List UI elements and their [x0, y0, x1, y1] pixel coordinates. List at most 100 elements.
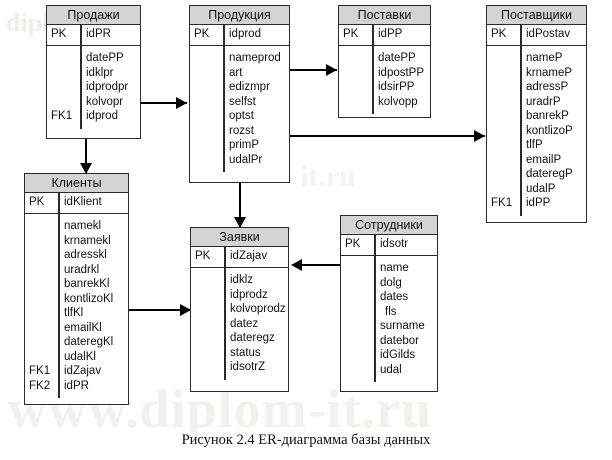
attribute-name: idprodz	[230, 288, 268, 301]
attribute-name: udalKl	[64, 350, 96, 363]
attribute-row: FK2 idPR	[25, 379, 128, 394]
entity-table-klienty[interactable]: Клиенты PK idKlient namekl krnamekl adre…	[24, 173, 129, 405]
attribute-row: udalPr	[190, 153, 289, 168]
attribute-key	[191, 288, 224, 303]
attribute-name: uradrP	[526, 95, 561, 108]
entity-table-postavki[interactable]: Поставки PK idPP datePP idpostPP idsirPP	[338, 5, 431, 118]
attribute-name: krnameP	[526, 66, 573, 79]
attribute-key	[190, 80, 223, 95]
entity-table-prodazhi[interactable]: Продажи PK idPR datePP idklpr idprodpr	[46, 5, 141, 139]
attribute-row: kolvopr	[47, 95, 140, 110]
attribute-row: datez	[191, 317, 288, 332]
attribute-key	[191, 331, 224, 346]
pk-marker: PK	[194, 28, 210, 40]
attribute-key	[47, 66, 80, 81]
attribute-name: nameprod	[229, 52, 281, 64]
attribute-name: optst	[229, 110, 254, 122]
attribute-row: dateregKl	[25, 335, 128, 350]
attribute-key	[341, 261, 374, 276]
attribute-key	[47, 51, 80, 66]
attribute-key	[487, 124, 520, 139]
attribute-name: datePP	[86, 52, 124, 64]
attribute-name: dateregz	[230, 332, 275, 344]
attribute-name: dolg	[380, 276, 402, 289]
attribute-key	[47, 95, 80, 110]
pk-name: idZajav	[230, 250, 268, 262]
attribute-key	[339, 51, 372, 66]
attribute-name: udalP	[526, 182, 556, 195]
attribute-row: FK1 idPP	[487, 196, 586, 211]
attribute-key	[341, 305, 374, 320]
attribute-key	[487, 109, 520, 124]
attribute-key	[341, 334, 374, 349]
pk-row: PK idKlient	[25, 193, 128, 214]
attribute-key	[487, 153, 520, 168]
pk-name: idsotr	[380, 238, 409, 250]
pk-row: PK idZajav	[191, 247, 288, 268]
attribute-row: udalKl	[25, 350, 128, 365]
pk-name: idPP	[378, 28, 403, 40]
attribute-name: emailKl	[64, 321, 102, 334]
attribute-row: idprodpr	[47, 80, 140, 95]
attribute-name: kontlizoKl	[64, 292, 114, 305]
attribute-name: tlfP	[526, 139, 543, 151]
attribute-key	[487, 80, 520, 95]
attribute-row: banrekP	[487, 109, 586, 124]
attribute-name: nameP	[526, 52, 563, 64]
attribute-name: idPR	[64, 379, 89, 392]
arrowhead-produkciya-postavki	[326, 64, 337, 76]
attribute-key	[339, 95, 372, 110]
pk-name: idprod	[229, 28, 261, 40]
attribute-name: datePP	[378, 52, 416, 64]
attribute-key	[190, 138, 223, 153]
entity-table-postavshiki[interactable]: Поставщики PK idPostav nameP krnameP adr…	[486, 5, 587, 223]
entity-title-prodazhi: Продажи	[47, 6, 140, 25]
attribute-row: banrekKl	[25, 277, 128, 292]
attribute-name: emailP	[526, 153, 562, 166]
attribute-key	[25, 292, 58, 307]
attribute-name: art	[229, 66, 243, 79]
attribute-key	[487, 66, 520, 81]
attribute-name: banrekP	[526, 110, 569, 122]
pk-marker: PK	[491, 28, 507, 40]
entity-table-produkciya[interactable]: Продукция PK idprod nameprod art edizmpr	[189, 5, 290, 183]
entity-title-sotrudniki: Сотрудники	[341, 216, 437, 235]
attribute-row: selfst	[190, 95, 289, 110]
attribute-key	[339, 80, 372, 95]
attribute-name: kolvopp	[378, 95, 418, 108]
entity-table-sotrudniki[interactable]: Сотрудники PK idsotr name dolg dates	[340, 215, 438, 392]
pk-name: idKlient	[64, 196, 102, 208]
entity-title-produkciya: Продукция	[190, 6, 289, 25]
entity-table-zayavki[interactable]: Заявки PK idZajav idklz idprodz kolvopro…	[190, 227, 289, 392]
connector-sotrudniki-zayavki	[300, 264, 366, 266]
attribute-key	[339, 66, 372, 81]
attribute-key	[191, 317, 224, 332]
attribute-name: idpostPP	[378, 66, 425, 79]
pk-row: PK idPR	[47, 25, 140, 46]
attribute-row: idpostPP	[339, 66, 430, 81]
attribute-name: name	[380, 262, 409, 274]
attribute-key	[190, 95, 223, 110]
attribute-row: idsirPP	[339, 80, 430, 95]
attribute-name: idsotrZ	[230, 361, 266, 373]
attribute-row: dolg	[341, 276, 437, 291]
attribute-list: idklz idprodz kolvoprodz datez dateregz	[191, 268, 288, 380]
attribute-row: kontlizoP	[487, 124, 586, 139]
arrowhead-sotrudniki-zayavki	[291, 259, 302, 271]
pk-marker: PK	[195, 250, 211, 262]
attribute-row: surname	[341, 319, 437, 334]
attribute-name: udalPr	[229, 153, 263, 166]
attribute-name: idZajav	[64, 365, 102, 377]
attribute-row: kolvoprodz	[191, 302, 288, 317]
attribute-key	[341, 363, 374, 378]
entity-body-zayavki: PK idZajav idklz idprodz kolvoprodz	[191, 247, 288, 380]
attribute-name: idsirPP	[378, 81, 415, 93]
attribute-name: dates	[380, 291, 409, 303]
attribute-row: FK1 idZajav	[25, 364, 128, 379]
attribute-key	[190, 51, 223, 66]
attribute-list: nameprod art edizmpr selfst optst	[190, 46, 289, 172]
attribute-key	[25, 335, 58, 350]
attribute-row: edizmpr	[190, 80, 289, 95]
attribute-key	[190, 109, 223, 124]
attribute-name: banrekKl	[64, 278, 110, 290]
